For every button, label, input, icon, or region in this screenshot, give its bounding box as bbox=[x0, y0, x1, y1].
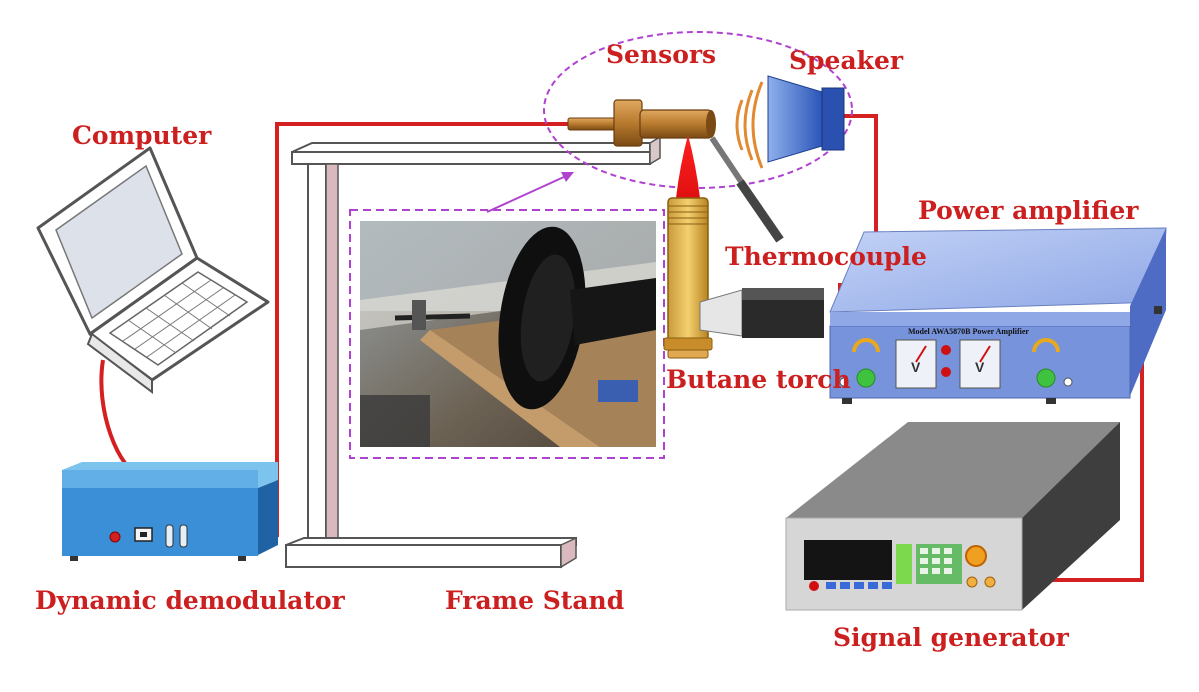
inset-pointer-arrow bbox=[486, 172, 574, 213]
label-thermocouple: Thermocouple bbox=[725, 242, 927, 271]
voltmeter-icon: V bbox=[895, 339, 937, 389]
signal-generator bbox=[785, 422, 1120, 611]
dynamic-demodulator-box bbox=[62, 462, 278, 561]
frame-stand bbox=[285, 135, 661, 569]
label-power-amplifier: Power amplifier bbox=[918, 196, 1139, 225]
sensors-group-outline bbox=[543, 31, 853, 189]
laptop-computer bbox=[36, 146, 270, 394]
sensor-probe bbox=[567, 99, 784, 243]
svg-text:V: V bbox=[975, 359, 985, 375]
generator-front-panel bbox=[804, 540, 996, 591]
flame-icon bbox=[676, 135, 700, 198]
sound-waves-icon bbox=[735, 81, 764, 169]
butane-torch bbox=[663, 135, 824, 359]
voltmeter-icon-2: V bbox=[959, 339, 1001, 389]
power-amplifier: Model AWA5870B Power Amplifier V V bbox=[829, 227, 1167, 404]
label-sensors: Sensors bbox=[606, 40, 717, 69]
label-computer: Computer bbox=[72, 121, 212, 150]
generator-knob-icon bbox=[965, 545, 987, 567]
label-speaker: Speaker bbox=[789, 46, 904, 75]
label-frame-stand: Frame Stand bbox=[445, 586, 625, 615]
speaker-icon bbox=[767, 75, 845, 163]
label-signal-generator: Signal generator bbox=[833, 623, 1069, 652]
amplifier-front-panel: V V bbox=[839, 338, 1073, 389]
experiment-photo-inset bbox=[349, 209, 665, 459]
amplifier-model-text: Model AWA5870B Power Amplifier bbox=[908, 327, 1029, 336]
label-butane-torch: Butane torch bbox=[666, 365, 851, 394]
svg-text:V: V bbox=[911, 359, 921, 375]
label-dynamic-demodulator: Dynamic demodulator bbox=[35, 586, 345, 615]
